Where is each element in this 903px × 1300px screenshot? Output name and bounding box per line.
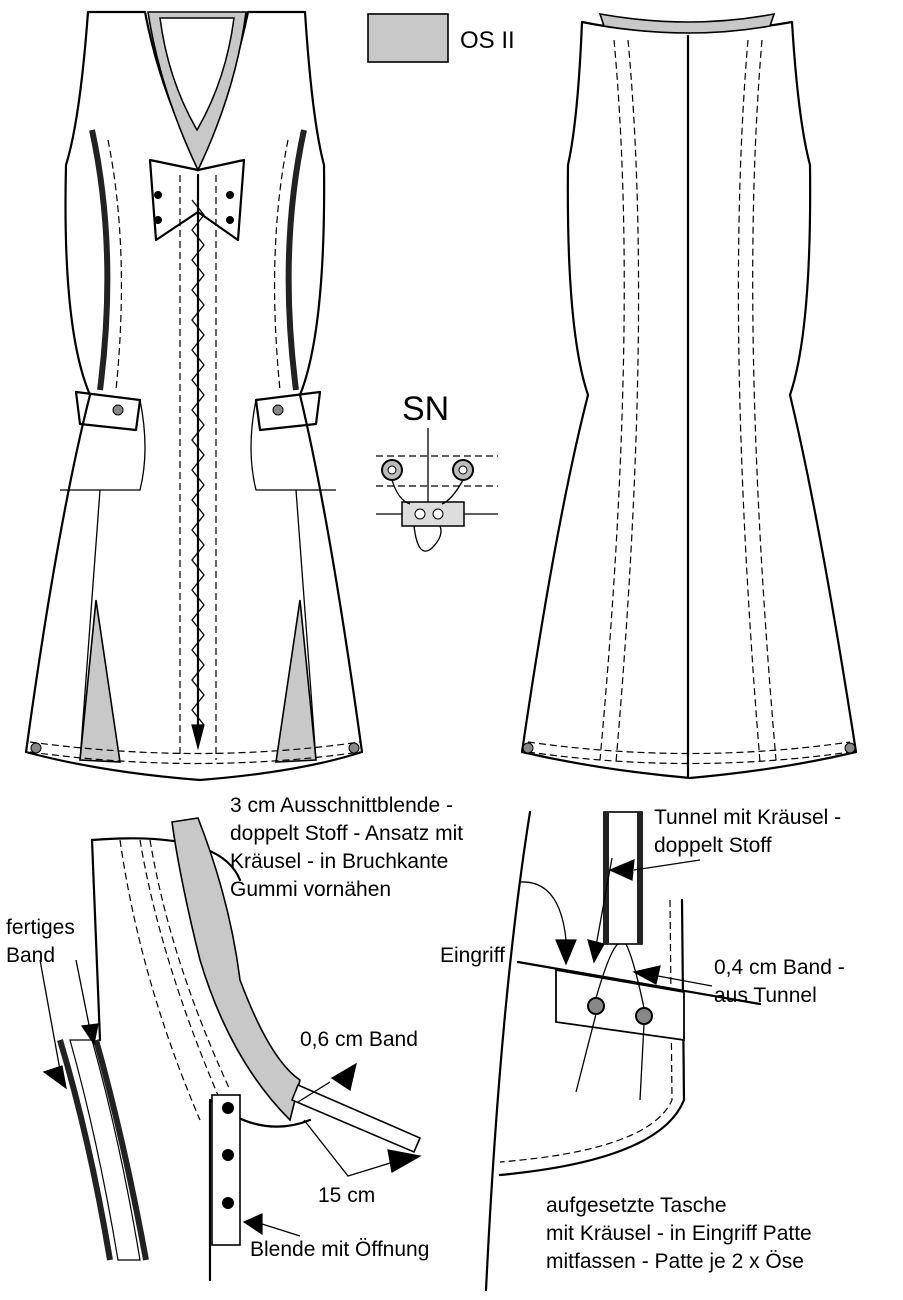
legend-swatch (367, 13, 449, 63)
pocket-line-3: mitfassen - Patte je 2 x Öse (546, 1250, 804, 1273)
band-06-label: 0,6 cm Band (300, 1028, 418, 1051)
measure-15-label: 15 cm (318, 1184, 375, 1207)
facing-opening-label: Blende mit Öffnung (250, 1238, 429, 1261)
detail-neck-facing: 3 cm Ausschnittblende - doppelt Stoff - … (6, 794, 463, 1282)
finished-band-line-2: Band (6, 944, 55, 967)
dress-front-view (24, 10, 364, 782)
neck-facing-line-2: doppelt Stoff - Ansatz mit (230, 822, 463, 845)
band-04-line-2: aus Tunnel (714, 984, 817, 1007)
finished-band-line-1: fertiges (6, 916, 75, 939)
neck-facing-line-1: 3 cm Ausschnittblende - (230, 794, 453, 817)
pocket-line-1: aufgesetzte Tasche (546, 1194, 727, 1217)
band-04-line-1: 0,4 cm Band - (714, 956, 845, 979)
sn-symbol: SN (376, 390, 498, 552)
pocket-line-2: mit Kräusel - in Eingriff Patte (546, 1222, 812, 1245)
neck-facing-line-3: Kräusel - in Bruchkante (230, 850, 448, 873)
sn-label: SN (402, 390, 449, 428)
tunnel-line-1: Tunnel mit Kräusel - (654, 806, 841, 829)
eingriff-label: Eingriff (440, 944, 505, 967)
neck-facing-line-4: Gummi vornähen (230, 878, 391, 901)
tunnel-line-2: doppelt Stoff (654, 834, 772, 857)
dress-back-view (520, 12, 858, 780)
detail-pocket: Tunnel mit Kräusel - doppelt Stoff Eingr… (440, 806, 845, 1292)
legend-label: OS II (460, 27, 515, 54)
